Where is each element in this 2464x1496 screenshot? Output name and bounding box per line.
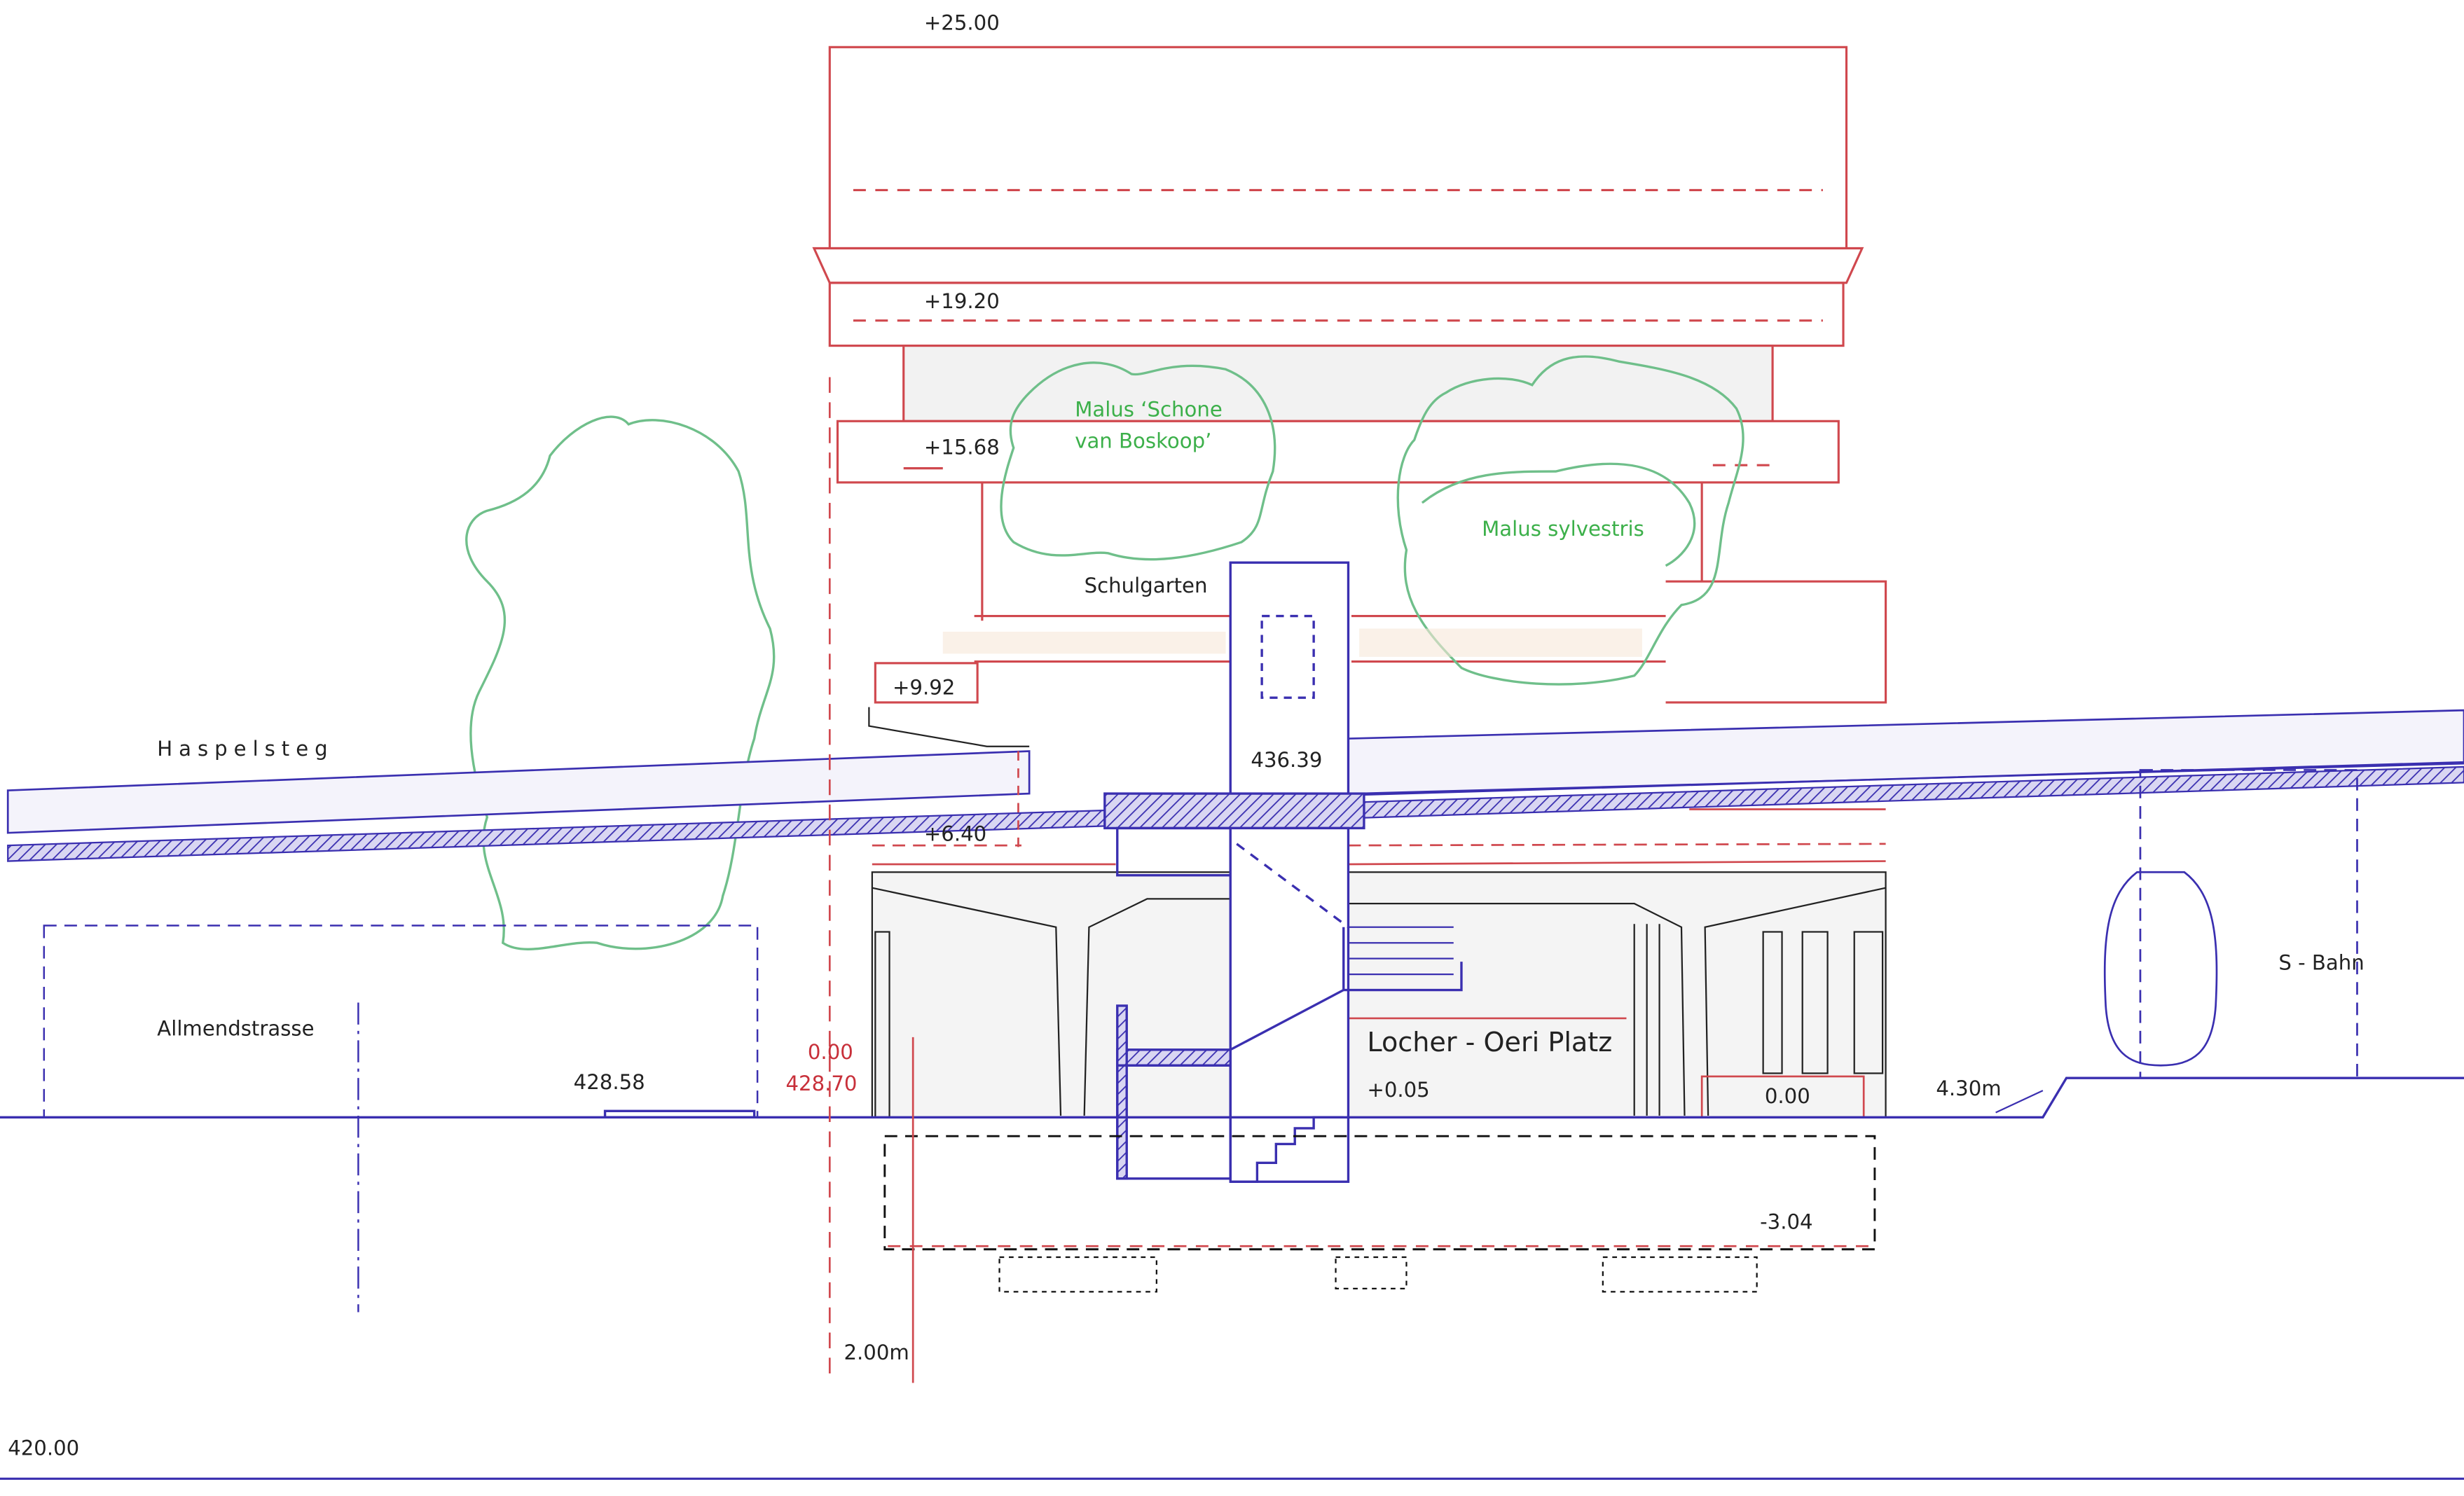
level-garden: +9.92	[893, 676, 955, 700]
red-zero-level: 0.00	[808, 1040, 853, 1064]
dimension-left: 2.00m	[844, 1341, 909, 1364]
street-altitude: 428.58	[574, 1070, 645, 1094]
level-roof-slab: +19.20	[924, 289, 1000, 313]
tree-label-boskoop: van Boskoop’	[1075, 429, 1211, 452]
datum-altitude: 420.00	[8, 1436, 79, 1460]
level-upper-slab: +15.68	[924, 435, 1000, 459]
basement	[883, 1135, 1876, 1293]
bridge-label: Haspelsteg	[157, 737, 333, 761]
planting-speckles	[942, 628, 1642, 657]
tree-sylvestris-outline	[1396, 355, 1744, 686]
plaza-label: Locher - Oeri Platz	[1367, 1027, 1612, 1058]
tree-left-outline	[465, 415, 776, 950]
bridge-altitude: 436.39	[1251, 748, 1322, 772]
tree-label-schone: Malus ‘Schone	[1075, 398, 1223, 422]
level-zero-box: 0.00	[1765, 1084, 1810, 1108]
tower-building	[812, 46, 1887, 704]
tree-label-sylvestris: Malus sylvestris	[1482, 517, 1644, 541]
garden-label: Schulgarten	[1085, 574, 1208, 597]
street-label: Allmendstrasse	[157, 1017, 314, 1041]
level-plaza: +0.05	[1367, 1078, 1429, 1102]
red-altitude: 428.70	[785, 1072, 857, 1095]
s-bahn-train	[2103, 769, 2358, 1079]
trees	[465, 355, 1744, 950]
train-label: S - Bahn	[2278, 950, 2364, 974]
level-basement: -3.04	[1760, 1210, 1812, 1234]
dimension-right: 4.30m	[1936, 1076, 2001, 1100]
level-bridge: +6.40	[924, 822, 986, 845]
level-top: +25.00	[924, 11, 1000, 35]
reference-lines	[828, 377, 1871, 1383]
tree-schone-outline	[1000, 361, 1276, 561]
